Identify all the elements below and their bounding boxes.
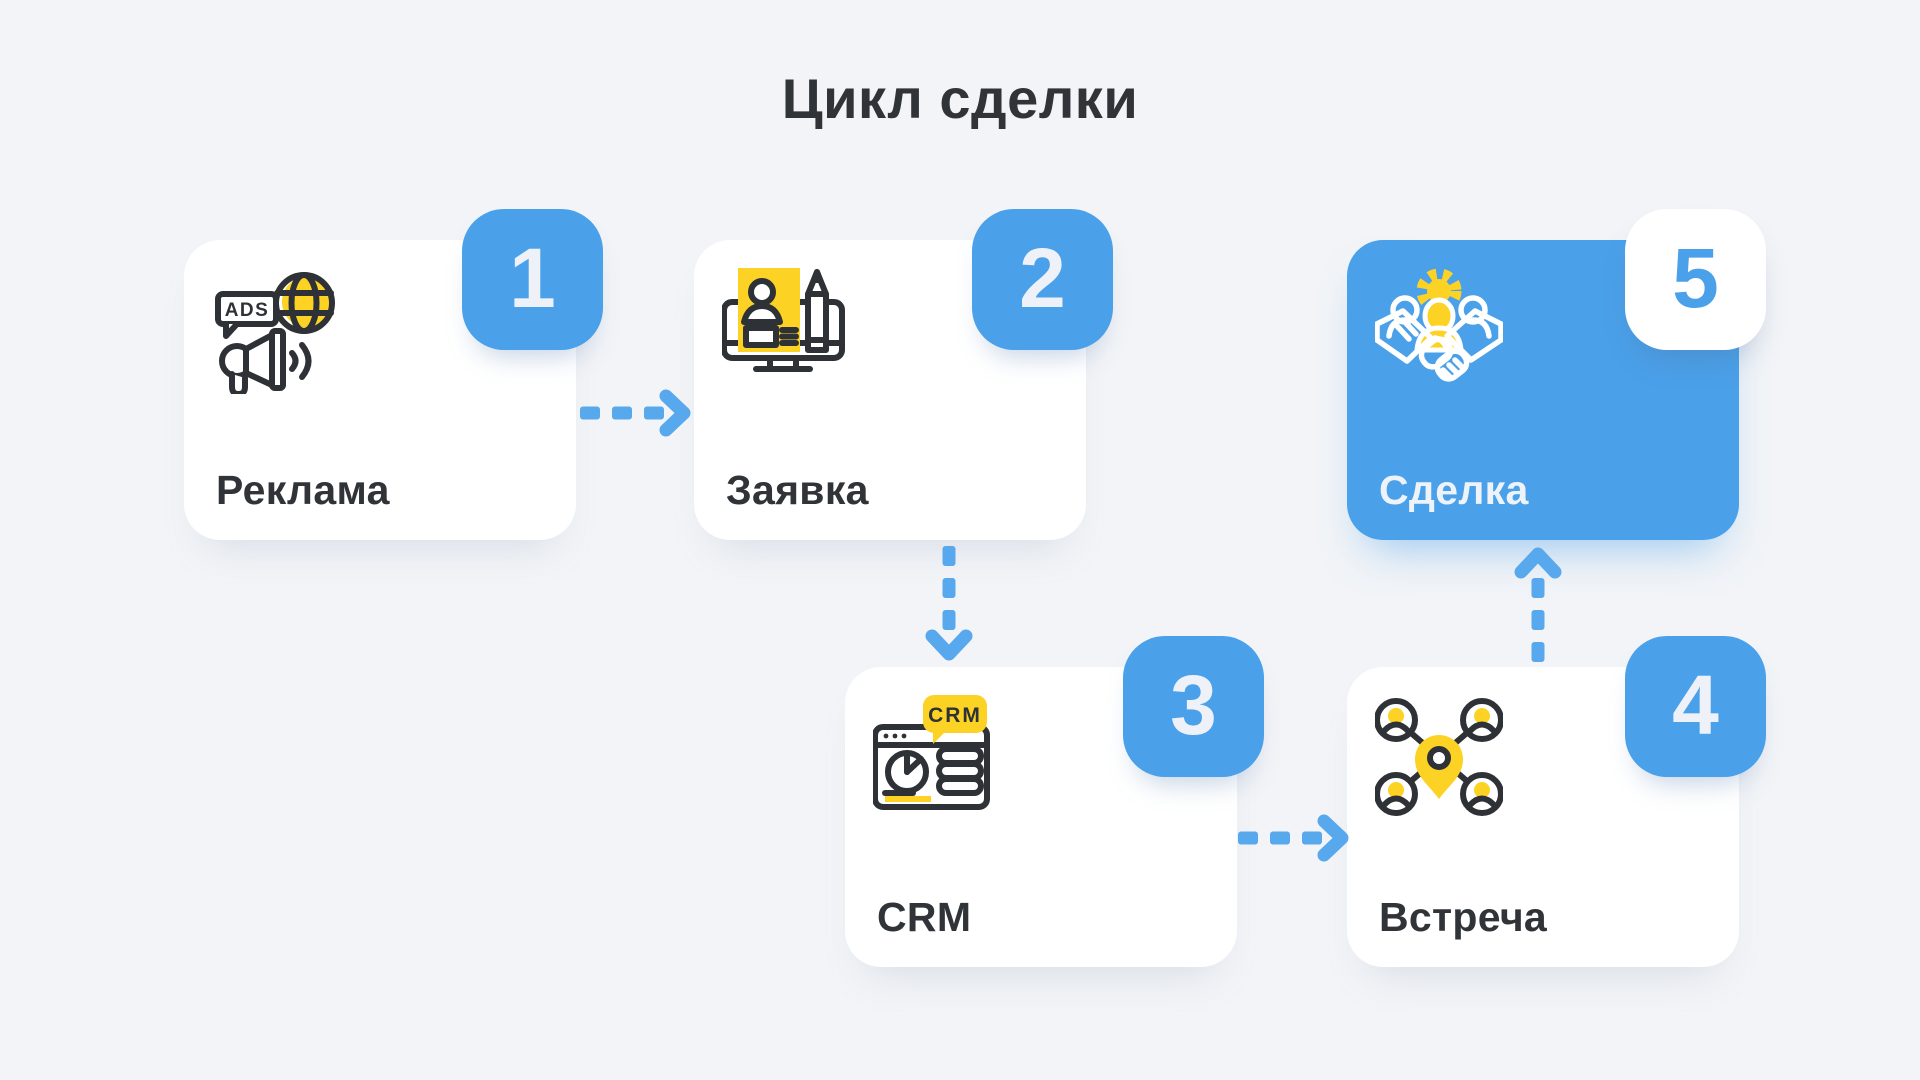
step-2-number-badge: 2 — [972, 209, 1113, 350]
step-card-application: 2 — [694, 209, 1113, 540]
step-1-label: Реклама — [216, 467, 390, 513]
crm-browser-window-icon: CRM — [873, 693, 1001, 821]
step-3-number-badge: 3 — [1123, 636, 1264, 777]
crm-bubble-text: CRM — [928, 704, 982, 727]
ads-bubble-text: ADS — [225, 300, 270, 321]
application-form-monitor-pencil-icon — [722, 266, 850, 394]
step-card-meeting: 4 — [1347, 636, 1766, 967]
arrow-step1-to-step2 — [580, 389, 692, 437]
step-3-label: CRM — [877, 894, 972, 940]
step-card-advertising: 1 ADS — [184, 209, 603, 540]
step-5-number-badge: 5 — [1625, 209, 1766, 350]
step-4-number-badge: 4 — [1625, 636, 1766, 777]
arrow-step3-to-step4 — [1238, 814, 1350, 862]
page-title: Цикл сделки — [781, 67, 1139, 130]
step-2-label: Заявка — [726, 467, 869, 513]
step-4-label: Встреча — [1379, 894, 1548, 940]
step-5-label: Сделка — [1379, 467, 1529, 513]
arrow-step4-to-step5 — [1514, 546, 1562, 662]
step-card-deal: 5 Сделка — [1347, 209, 1766, 540]
step-card-crm: 3 — [845, 636, 1264, 967]
step-1-number-badge: 1 — [462, 209, 603, 350]
arrow-step2-to-step3 — [925, 546, 973, 662]
handshake-team-gear-icon — [1375, 266, 1503, 394]
people-network-location-pin-icon — [1375, 693, 1503, 821]
ads-globe-megaphone-icon: ADS — [212, 266, 340, 394]
